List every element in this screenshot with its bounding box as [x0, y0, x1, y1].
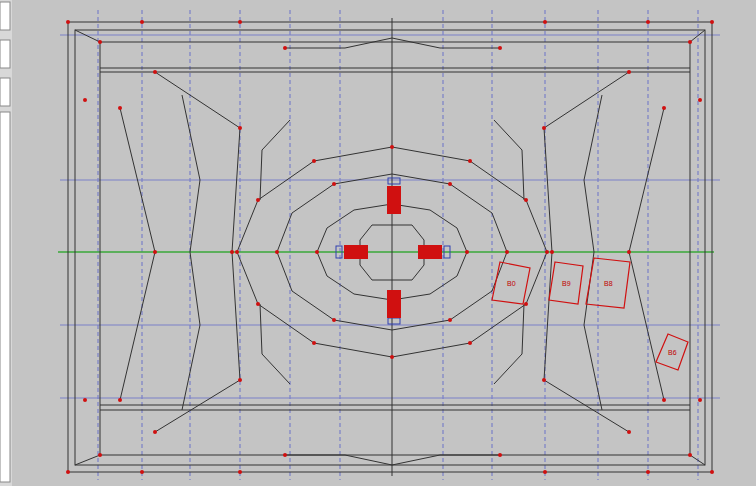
zone-marker: B8 — [584, 256, 632, 310]
panel-tab — [0, 78, 10, 106]
vertex-dots — [66, 20, 714, 474]
panel-tab — [0, 2, 10, 30]
grid-lines — [60, 35, 720, 398]
zone-label: B8 — [604, 280, 613, 287]
zone-label: B6 — [668, 349, 677, 356]
side-panel — [0, 0, 12, 486]
zone-marker: B6 — [654, 332, 690, 372]
zone-marker: B9 — [547, 260, 585, 306]
panel-tab — [0, 40, 10, 68]
zone-label: B9 — [562, 280, 571, 287]
fixture-symbol — [336, 178, 450, 324]
grid-lines — [98, 10, 698, 480]
outline — [68, 18, 712, 476]
panel-tab — [0, 112, 10, 482]
zone-label: B0 — [507, 280, 516, 287]
zone-marker: B0 — [490, 260, 532, 306]
